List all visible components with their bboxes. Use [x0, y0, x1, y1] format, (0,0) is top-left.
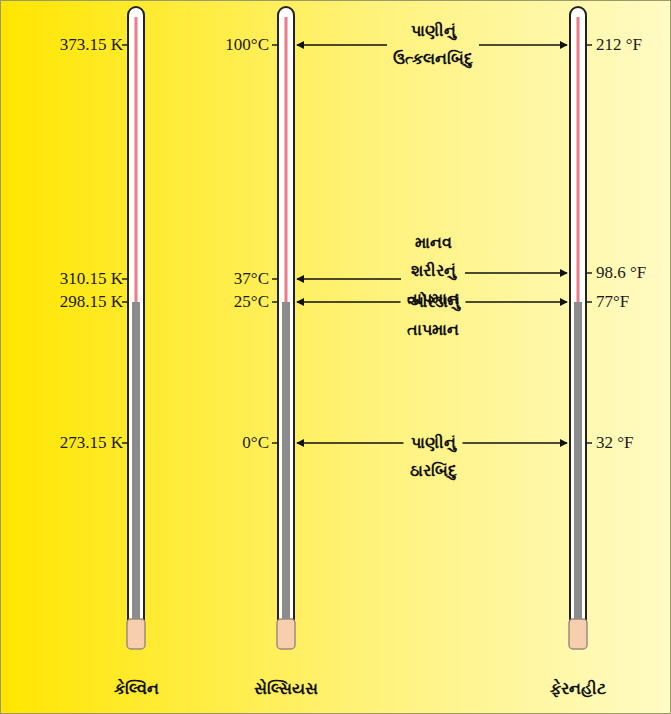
leader-arrow [297, 278, 401, 280]
leader-arrow [297, 44, 387, 46]
red-column [135, 17, 138, 302]
fahrenheit-value: 32 °F [596, 433, 634, 453]
thermometer-bulb [277, 619, 295, 649]
fahrenheit-value: 212 °F [596, 35, 642, 55]
tick [272, 301, 278, 303]
point-label: પાણીનું ઠારબિંદુ [410, 429, 457, 485]
celsius-thermometer [272, 7, 295, 649]
red-column [577, 17, 580, 302]
thermometer-bulb [127, 619, 145, 649]
grey-column [132, 302, 140, 627]
kelvin-value: 273.15 K [60, 433, 123, 453]
leader-arrow [297, 301, 401, 303]
celsius-value: 0°C [242, 433, 269, 453]
grey-column [574, 302, 582, 627]
tick [272, 44, 278, 46]
leader-arrow [297, 442, 404, 444]
scale-name: ફેરનહીટ [550, 678, 606, 700]
celsius-value: 37°C [234, 269, 269, 289]
fahrenheit-thermometer [569, 7, 592, 649]
leader-arrow [463, 442, 568, 444]
red-column [285, 17, 288, 302]
thermometer-tube [570, 7, 586, 629]
tick [586, 272, 592, 274]
kelvin-value: 310.15 K [60, 269, 123, 289]
tick [272, 278, 278, 280]
kelvin-thermometer [122, 7, 145, 649]
tick [272, 442, 278, 444]
scale-name: સેલ્સિયસ [254, 678, 318, 700]
celsius-value: 25°C [234, 292, 269, 312]
thermometer-bulb [569, 619, 587, 649]
leader-arrow [466, 301, 568, 303]
kelvin-value: 373.15 K [60, 35, 123, 55]
thermometer-tube [278, 7, 294, 629]
point-label: પાણીનું ઉત્કલનબિંદુ [393, 17, 473, 73]
leader-arrow [479, 44, 567, 46]
scale-name: કેલ્વિન [114, 678, 159, 700]
tick [586, 301, 592, 303]
kelvin-value: 298.15 K [60, 292, 123, 312]
celsius-value: 100°C [225, 35, 269, 55]
leader-arrow [465, 272, 567, 274]
tick [586, 442, 592, 444]
fahrenheit-value: 98.6 °F [596, 263, 646, 283]
thermometer-tube [128, 7, 144, 629]
point-label: ઓરડાનું તાપમાન [407, 288, 460, 344]
fahrenheit-value: 77°F [596, 292, 629, 312]
grey-column [282, 302, 290, 627]
tick [586, 44, 592, 46]
